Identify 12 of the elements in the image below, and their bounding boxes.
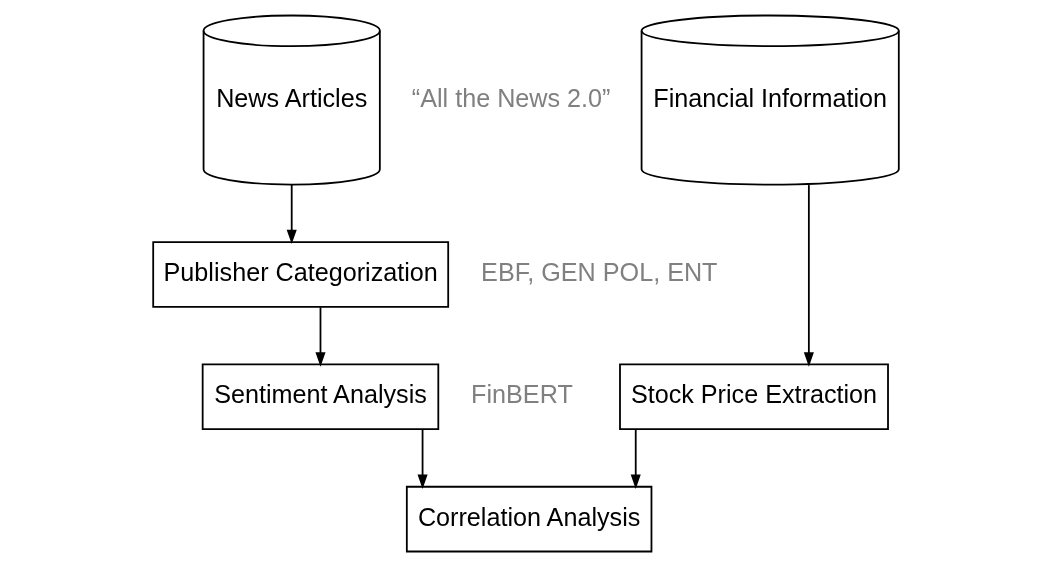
node-box: Stock Price Extraction (619, 363, 889, 431)
arrow (286, 183, 297, 245)
arrow (417, 428, 428, 489)
arrow (315, 306, 326, 367)
arrow (630, 428, 641, 489)
node-box: Sentiment Analysis (201, 363, 440, 431)
arrow (803, 184, 814, 367)
node-label: EBF, GEN POL, ENT (481, 258, 718, 287)
node-label: “All the News 2.0” (411, 83, 611, 112)
node-box: Correlation Analysis (405, 485, 653, 553)
node-box: Publisher Categorization (152, 241, 450, 308)
node-label: FinBERT (471, 380, 573, 409)
